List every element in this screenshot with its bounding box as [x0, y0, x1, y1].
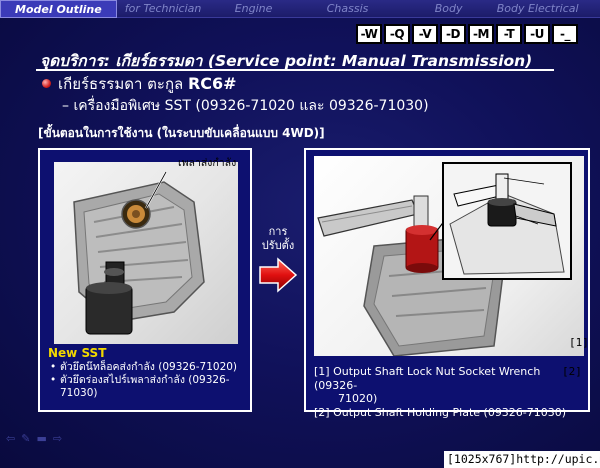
adjust-label-line2: ปรับตั้ง	[261, 239, 295, 252]
adjust-label: การ ปรับตั้ง	[253, 225, 303, 253]
pen-icon[interactable]: ✎	[21, 432, 31, 445]
red-bullet-icon	[42, 79, 51, 88]
bullet-transmission-type: เกียร์ธรรมดา ตะกูล RC6#	[58, 72, 237, 96]
legend-item-2: [2] Output Shaft Holding Plate (09326-71…	[314, 405, 567, 419]
tab-chassis[interactable]: Chassis	[326, 1, 369, 15]
title-underline	[36, 69, 554, 71]
callout-label-2: [2]	[562, 365, 582, 378]
forward-arrow-icon[interactable]: ⇨	[52, 432, 63, 445]
sst-item-lock-nut: ตัวยึดน๊ทล็อคส่งกำลัง (09326-71020)	[48, 361, 248, 374]
tab-model-outline[interactable]: Model Outline	[0, 0, 117, 18]
callout-label-1: [1]	[569, 336, 589, 349]
sst-list: ตัวยึดน๊ทล็อคส่งกำลัง (09326-71020) ตัวย…	[48, 361, 248, 400]
legend-item-1: [1] Output Shaft Lock Nut Socket Wrench …	[314, 365, 541, 392]
adjust-label-line1: การ	[268, 225, 288, 238]
right-panel: [1] [2] [1] Output Shaft Lock Nut Socket…	[304, 148, 590, 419]
bullet-sst-tools: – เครื่องมือพิเศษ SST (09326-71020 และ 0…	[62, 98, 429, 114]
transmission-code: RC6#	[187, 74, 237, 93]
wrench-installation-illustration	[317, 195, 505, 357]
installation-photo: [1] [2]	[314, 156, 589, 378]
tab-body-electrical[interactable]: Body Electrical	[496, 1, 579, 15]
legend-item-1-cont: 71020)	[338, 392, 378, 405]
code-button-v[interactable]: -V	[412, 24, 438, 44]
code-button-t[interactable]: -T	[496, 24, 522, 44]
back-arrow-icon[interactable]: ⇦	[6, 432, 16, 445]
code-button-underscore[interactable]: -_	[552, 24, 578, 44]
code-button-w[interactable]: -W	[356, 24, 382, 44]
tab-for-technician[interactable]: for Technician	[124, 1, 202, 15]
code-button-q[interactable]: -Q	[384, 24, 410, 44]
right-arrow-icon	[259, 257, 298, 293]
image-watermark: [1025x767]http://upic.me/	[444, 451, 600, 468]
tab-body[interactable]: Body	[434, 1, 463, 15]
code-button-d[interactable]: -D	[440, 24, 466, 44]
procedure-note: [ขั้นตอนในการใช้งาน (ในระบบขับเคลื่อนแบบ…	[38, 126, 325, 140]
model-code-buttons: -W -Q -V -D -M -T -U -_	[356, 24, 578, 44]
sst-item-spline: ตัวยึดร่องสไปร์เพลาส่งกำลัง (09326-71030…	[48, 374, 248, 400]
code-button-m[interactable]: -M	[468, 24, 494, 44]
output-shaft-callout: เพลาส่งกำลัง	[178, 157, 237, 169]
slide-title: จุดบริการ: เกียร์ธรรมดา (Service point: …	[40, 52, 533, 70]
detail-inset	[442, 162, 572, 280]
bottom-nav-icons: ⇦ ✎ ▬ ⇨	[6, 432, 62, 445]
top-nav: Model Outline for Technician Engine Chas…	[0, 0, 600, 18]
transmission-photo	[54, 162, 238, 344]
code-button-u[interactable]: -U	[524, 24, 550, 44]
transmission-illustration	[73, 171, 205, 335]
menu-icon[interactable]: ▬	[36, 432, 47, 445]
bullet-text: เกียร์ธรรมดา ตะกูล	[58, 75, 188, 93]
tab-engine[interactable]: Engine	[234, 1, 273, 15]
inset-detail-illustration	[449, 173, 565, 275]
new-sst-label: New SST	[48, 346, 107, 360]
tool-legend: [1] Output Shaft Lock Nut Socket Wrench …	[314, 365, 586, 419]
left-panel: เพลาส่งกำลัง New SST ตัวยึดน๊ทล็อคส่งกำล…	[38, 148, 252, 412]
